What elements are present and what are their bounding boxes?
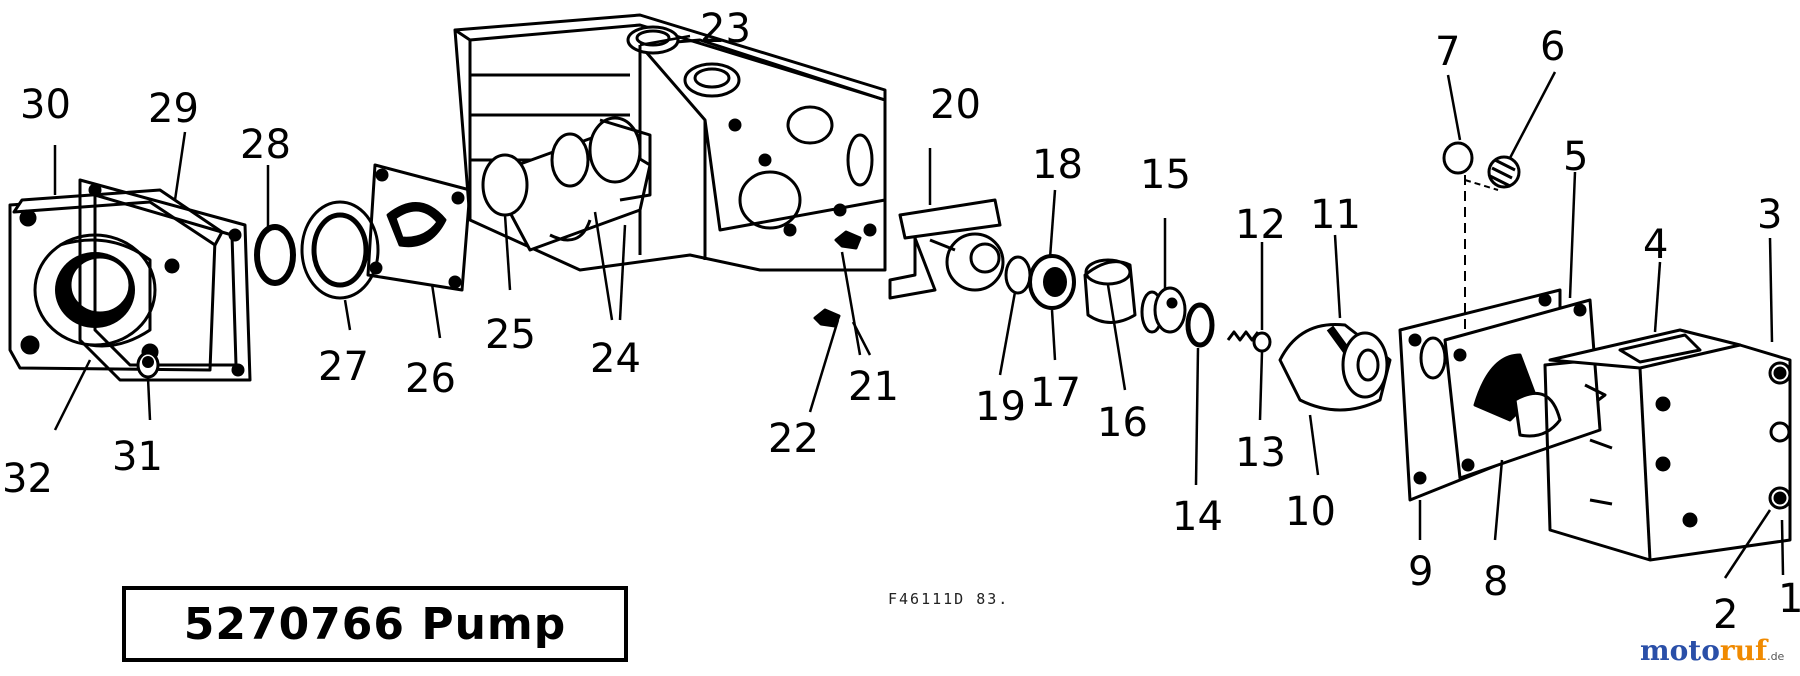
- part-label-31: 31: [112, 434, 163, 480]
- part-label-3: 3: [1757, 192, 1782, 238]
- shaft-assembly-24-25: [481, 116, 652, 252]
- part-label-16: 16: [1097, 400, 1148, 446]
- part-label-29: 29: [148, 86, 199, 132]
- end-housing-3-4: [1543, 328, 1792, 562]
- spring-12-13: [1226, 330, 1272, 353]
- part-label-8: 8: [1483, 559, 1508, 605]
- part-label-30: 30: [20, 82, 71, 128]
- diagram-title: 5270766 Pump: [122, 586, 628, 662]
- part-label-6: 6: [1540, 24, 1565, 70]
- part-label-32: 32: [2, 456, 53, 502]
- part-label-15: 15: [1140, 152, 1191, 198]
- part-label-14: 14: [1172, 494, 1223, 540]
- cover-plate-26: [366, 163, 472, 292]
- gasket-29: [78, 178, 252, 382]
- part-label-5: 5: [1563, 134, 1588, 180]
- part-label-19: 19: [975, 384, 1026, 430]
- watermark-logo: motoruf.de: [1640, 634, 1784, 667]
- part-labels: 1 2 3 4 5 6 7 8 9 10 11 12 13 14 15 16 1…: [2, 6, 1800, 638]
- part-label-13: 13: [1235, 430, 1286, 476]
- part-label-20: 20: [930, 82, 981, 128]
- part-label-4: 4: [1643, 222, 1668, 268]
- disc-15: [1140, 286, 1187, 334]
- o-ring-28: [254, 224, 296, 286]
- plug-31: [136, 351, 160, 379]
- part-label-10: 10: [1285, 489, 1336, 535]
- part-label-24: 24: [590, 336, 641, 382]
- part-label-12: 12: [1235, 202, 1286, 248]
- part-label-7: 7: [1435, 29, 1460, 75]
- part-label-11: 11: [1310, 192, 1361, 238]
- leader-lines: [53, 34, 1785, 579]
- part-label-22: 22: [768, 416, 819, 462]
- part-label-17: 17: [1030, 370, 1081, 416]
- end-cap-10-11: [1278, 322, 1392, 412]
- watermark-tld: .de: [1767, 650, 1785, 663]
- drawing-reference-code: F46111D 83.: [888, 590, 1010, 608]
- part-label-27: 27: [318, 344, 369, 390]
- part-label-26: 26: [405, 356, 456, 402]
- part-label-25: 25: [485, 312, 536, 358]
- watermark-accent: ruf: [1719, 634, 1768, 667]
- watermark-main: moto: [1640, 634, 1720, 667]
- part-label-28: 28: [240, 122, 291, 168]
- part-label-21: 21: [848, 364, 899, 410]
- valve-plate-5-8: [1443, 298, 1602, 480]
- vane-ring-17-18-19: [1004, 254, 1076, 310]
- part-label-23: 23: [700, 6, 751, 52]
- rotor-shaft-20: [888, 198, 1005, 300]
- part-label-18: 18: [1032, 142, 1083, 188]
- part-label-2: 2: [1713, 592, 1738, 638]
- seal-27: [300, 200, 380, 300]
- o-ring-14: [1185, 302, 1215, 348]
- front-flange-housing: [8, 188, 224, 372]
- part-label-9: 9: [1408, 549, 1433, 595]
- part-label-1: 1: [1778, 576, 1800, 622]
